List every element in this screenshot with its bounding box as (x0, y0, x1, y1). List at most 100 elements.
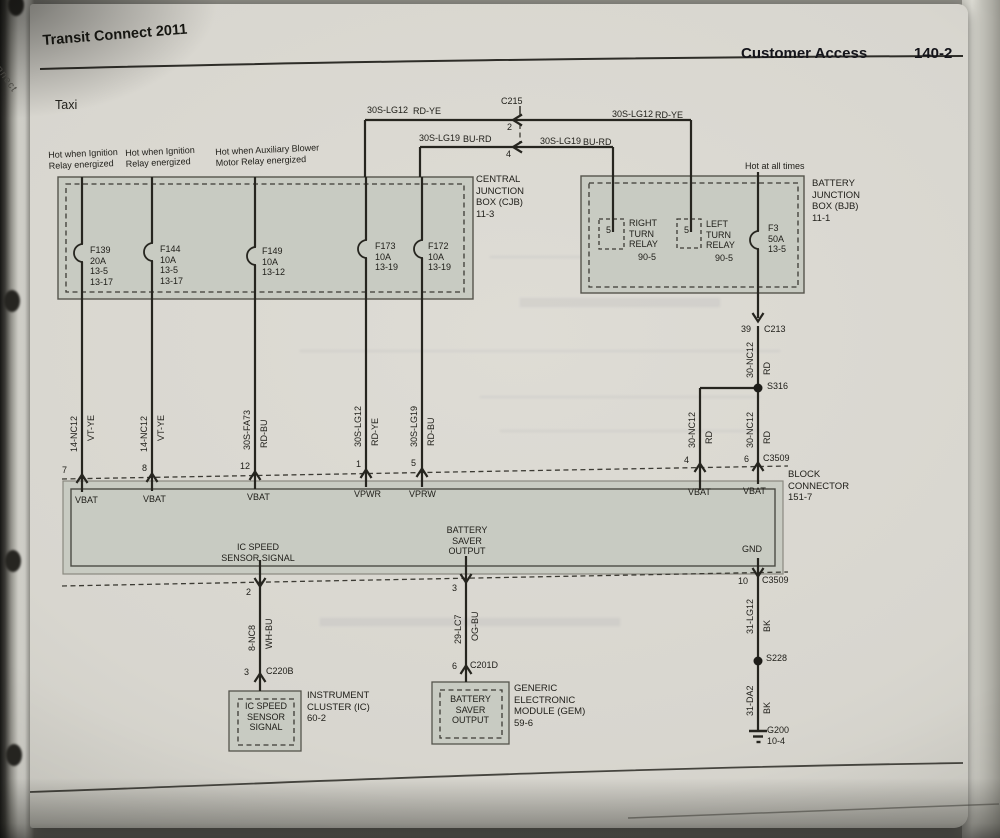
wire-color-label: VT-YE (156, 414, 166, 441)
fuse-ref: 13-5 (160, 265, 179, 275)
circuit-label: 29-LC7 (453, 614, 463, 644)
wire-color-label: RD-YE (413, 106, 442, 116)
fuse-id: F3 (768, 223, 779, 233)
fuse-label: F144 10A 13-5 13-17 (160, 244, 183, 286)
ic-component-name: INSTRUMENT CLUSTER (IC) 60-2 (307, 690, 370, 725)
connector-label: C3509 (762, 575, 789, 585)
wire-color-label: RD (762, 362, 772, 375)
fuse-label: F173 10A 13-19 (375, 241, 398, 273)
wire-color-label: BK (762, 619, 772, 632)
section-title: Customer Access (741, 45, 868, 62)
page-stack-right-edge (962, 0, 1000, 838)
block-pin-label: VBAT (688, 487, 711, 497)
power-label: Hot at all times (745, 161, 805, 171)
ground-label: G200 10-4 (767, 725, 789, 746)
cjb-name-line: JUNCTION (476, 185, 525, 197)
connector-label: C201D (470, 660, 499, 670)
fuse-amp: 10A (428, 251, 445, 262)
pin-number: 39 (741, 324, 752, 334)
wire-color-label: WH-BU (264, 618, 274, 650)
pin-number: 8 (142, 463, 148, 473)
relay-name: LEFT TURN RELAY (706, 219, 735, 251)
block-connector-name-line: BLOCK (788, 469, 821, 480)
bjb-name-line: JUNCTION (812, 189, 861, 201)
pin-number: 5 (411, 458, 417, 468)
relay-name-line: LEFT (706, 219, 729, 229)
fuse-amp: 10A (262, 256, 279, 267)
pin-number: 4 (506, 149, 512, 159)
ic-signal-line: SIGNAL (249, 722, 283, 732)
fuse-id: F139 (90, 245, 111, 255)
fuse-ref: 13-17 (160, 275, 184, 286)
ic-signal-line: SENSOR (246, 711, 285, 722)
wire-color-label: RD-BU (426, 417, 436, 447)
pin-number: 2 (246, 587, 252, 597)
circuit-label: 8-NC8 (247, 624, 257, 651)
wire-color-label: VT-YE (86, 414, 96, 441)
pin-number: 6 (744, 454, 750, 464)
block-signal-line: SAVER (452, 535, 482, 546)
block-connector-name: BLOCK CONNECTOR 151-7 (788, 469, 849, 504)
relay-pin: 5 (606, 225, 612, 235)
binding-dot (5, 550, 21, 572)
relay-name-line: RELAY (629, 239, 658, 249)
relay-name-line: RIGHT (629, 218, 657, 228)
bjb-name: BATTERY JUNCTION BOX (BJB) 11-1 (812, 178, 860, 224)
relay-name-line: RELAY (706, 240, 735, 250)
ic-signal-box-label: IC SPEED SENSOR SIGNAL (231, 701, 301, 733)
circuit-label: 30S-LG12 (367, 105, 409, 115)
relay-ref: 90-5 (638, 252, 657, 262)
pin-number: 6 (452, 661, 458, 671)
pin-number: 1 (356, 459, 362, 469)
block-pin-label: VPRW (409, 489, 436, 499)
pin-number: 2 (507, 122, 513, 132)
ground-symbol (749, 729, 767, 744)
gem-signal-line: OUTPUT (452, 715, 489, 725)
circuit-label: 31-LG12 (745, 598, 755, 634)
pin-number: 7 (62, 465, 68, 475)
fuse-ref: 13-5 (768, 244, 787, 254)
connector-label: C3509 (763, 453, 790, 463)
relay-pin: 5 (684, 225, 690, 235)
fuse-ref: 13-5 (90, 266, 109, 276)
relay-name-line: TURN (629, 228, 654, 239)
block-pin-label: VBAT (743, 486, 766, 496)
cjb-name-line: CENTRAL (476, 174, 521, 185)
relay-name-line: TURN (706, 229, 731, 240)
block-connector-name-line: CONNECTOR (788, 480, 850, 492)
block-connector-name-line: 151-7 (788, 492, 813, 503)
wire-color-label: BK (762, 701, 772, 714)
block-signal-line: IC SPEED (236, 542, 279, 552)
fuse-label: F172 10A 13-19 (428, 241, 451, 273)
bjb-name-line: 11-1 (812, 212, 831, 224)
splice-dots (753, 383, 763, 666)
fuse-ref: 13-12 (262, 267, 286, 277)
wire-color-label: RD-YE (655, 110, 684, 120)
pin-number: 12 (240, 461, 251, 471)
fuse-amp: 10A (375, 251, 392, 262)
fuse-label: F149 10A 13-12 (262, 246, 285, 278)
fuse-id: F172 (428, 241, 449, 251)
circuit-label: 30-NC12 (687, 411, 697, 448)
block-pin-label: VPWR (354, 489, 381, 499)
circuit-label: 30-NC12 (745, 341, 755, 378)
connector-label: C220B (266, 666, 294, 676)
wire-color-label: RD (704, 431, 714, 444)
circuit-label: 14-NC12 (69, 415, 79, 452)
previous-page-edge (0, 0, 34, 838)
circuit-label: 31-DA2 (745, 685, 755, 716)
cjb-name-line: 11-3 (476, 208, 495, 220)
relay-name: RIGHT TURN RELAY (629, 218, 658, 250)
wires (80, 106, 760, 731)
circuit-label: 30S-LG12 (353, 405, 363, 447)
ic-name-line: 60-2 (307, 713, 327, 724)
block-signal-label: BATTERY SAVER OUTPUT (430, 525, 504, 557)
gem-signal-line: BATTERY (450, 694, 491, 704)
circuit-label: 30S-LG19 (540, 136, 582, 146)
ic-name-line: INSTRUMENT (307, 690, 370, 701)
pin-number: 3 (452, 583, 458, 593)
binding-dot (4, 290, 20, 312)
pin-number: 10 (738, 576, 749, 586)
